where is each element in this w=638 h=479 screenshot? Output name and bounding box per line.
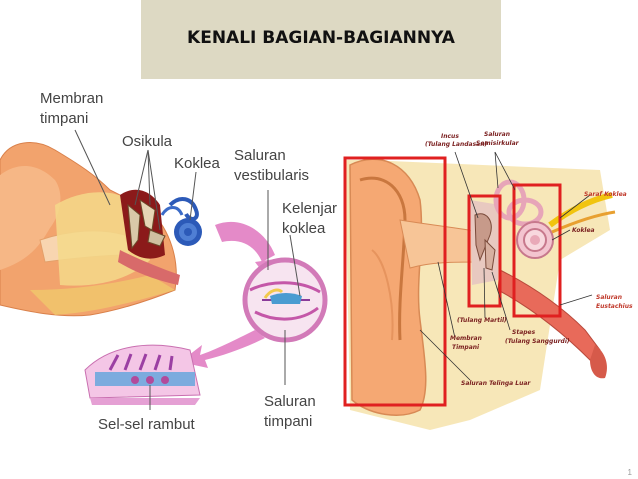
right-ear-illustration bbox=[345, 158, 616, 430]
right-labels: Incus (Tulang Landasan) Saluran Semisirk… bbox=[425, 131, 633, 387]
highlight-outer-ear bbox=[343, 156, 447, 407]
label-stapes-line2: (Tulang Sanggurdi) bbox=[505, 338, 570, 345]
right-cochlea bbox=[516, 221, 554, 259]
label-saluran-semisirkular-line2: Semisirkular bbox=[476, 140, 520, 147]
page-title: KENALI BAGIAN-BAGIANNYA bbox=[187, 28, 455, 48]
label-tulang-martil: (Tulang Martil) bbox=[457, 317, 507, 324]
label-saluran-timpani-line1: Saluran bbox=[264, 393, 316, 410]
label-saraf-koklea: Saraf Koklea bbox=[584, 191, 627, 198]
label-kelenjar-koklea-line2: koklea bbox=[282, 220, 326, 237]
label-incus-line2: (Tulang Landasan) bbox=[425, 141, 487, 148]
label-koklea-right: Koklea bbox=[572, 227, 595, 234]
label-membran-line1: Membran bbox=[40, 90, 103, 107]
page-number: 1 bbox=[627, 468, 632, 477]
label-saluran-vestibularis-line2: vestibularis bbox=[234, 167, 309, 184]
label-saluran-timpani-line2: timpani bbox=[264, 413, 312, 430]
label-sel-sel-rambut: Sel-sel rambut bbox=[98, 416, 196, 433]
left-labels: Membran timpani Osikula Koklea Saluran v… bbox=[40, 90, 337, 433]
label-saluran-telinga-luar: Saluran Telinga Luar bbox=[461, 380, 531, 387]
label-koklea-left: Koklea bbox=[174, 155, 221, 172]
left-ear-illustration bbox=[0, 129, 328, 410]
label-membran-line2: timpani bbox=[40, 110, 88, 127]
right-leader-lines bbox=[419, 151, 593, 381]
organ-of-corti bbox=[84, 344, 201, 405]
label-saluran-eustachius-line1: Saluran bbox=[596, 294, 622, 301]
label-saluran-semisirkular-line1: Saluran bbox=[484, 131, 510, 138]
highlight-inner-ear bbox=[512, 183, 562, 318]
label-membran-timpani-line1: Membran bbox=[450, 335, 482, 342]
label-saluran-vestibularis-line1: Saluran bbox=[234, 147, 286, 164]
label-saluran-eustachius-line2: Eustachius bbox=[596, 303, 633, 310]
label-incus-line1: Incus bbox=[441, 133, 459, 140]
label-membran-timpani-line2: Timpani bbox=[452, 344, 480, 351]
label-kelenjar-koklea-line1: Kelenjar bbox=[282, 200, 337, 217]
cochlea-spiral bbox=[160, 197, 202, 246]
label-osikula: Osikula bbox=[122, 133, 173, 150]
cochlea-cross-section bbox=[242, 257, 328, 343]
label-stapes-line1: Stapes bbox=[512, 329, 536, 336]
title-banner: KENALI BAGIAN-BAGIANNYA bbox=[141, 0, 501, 79]
left-leader-lines bbox=[74, 129, 301, 410]
